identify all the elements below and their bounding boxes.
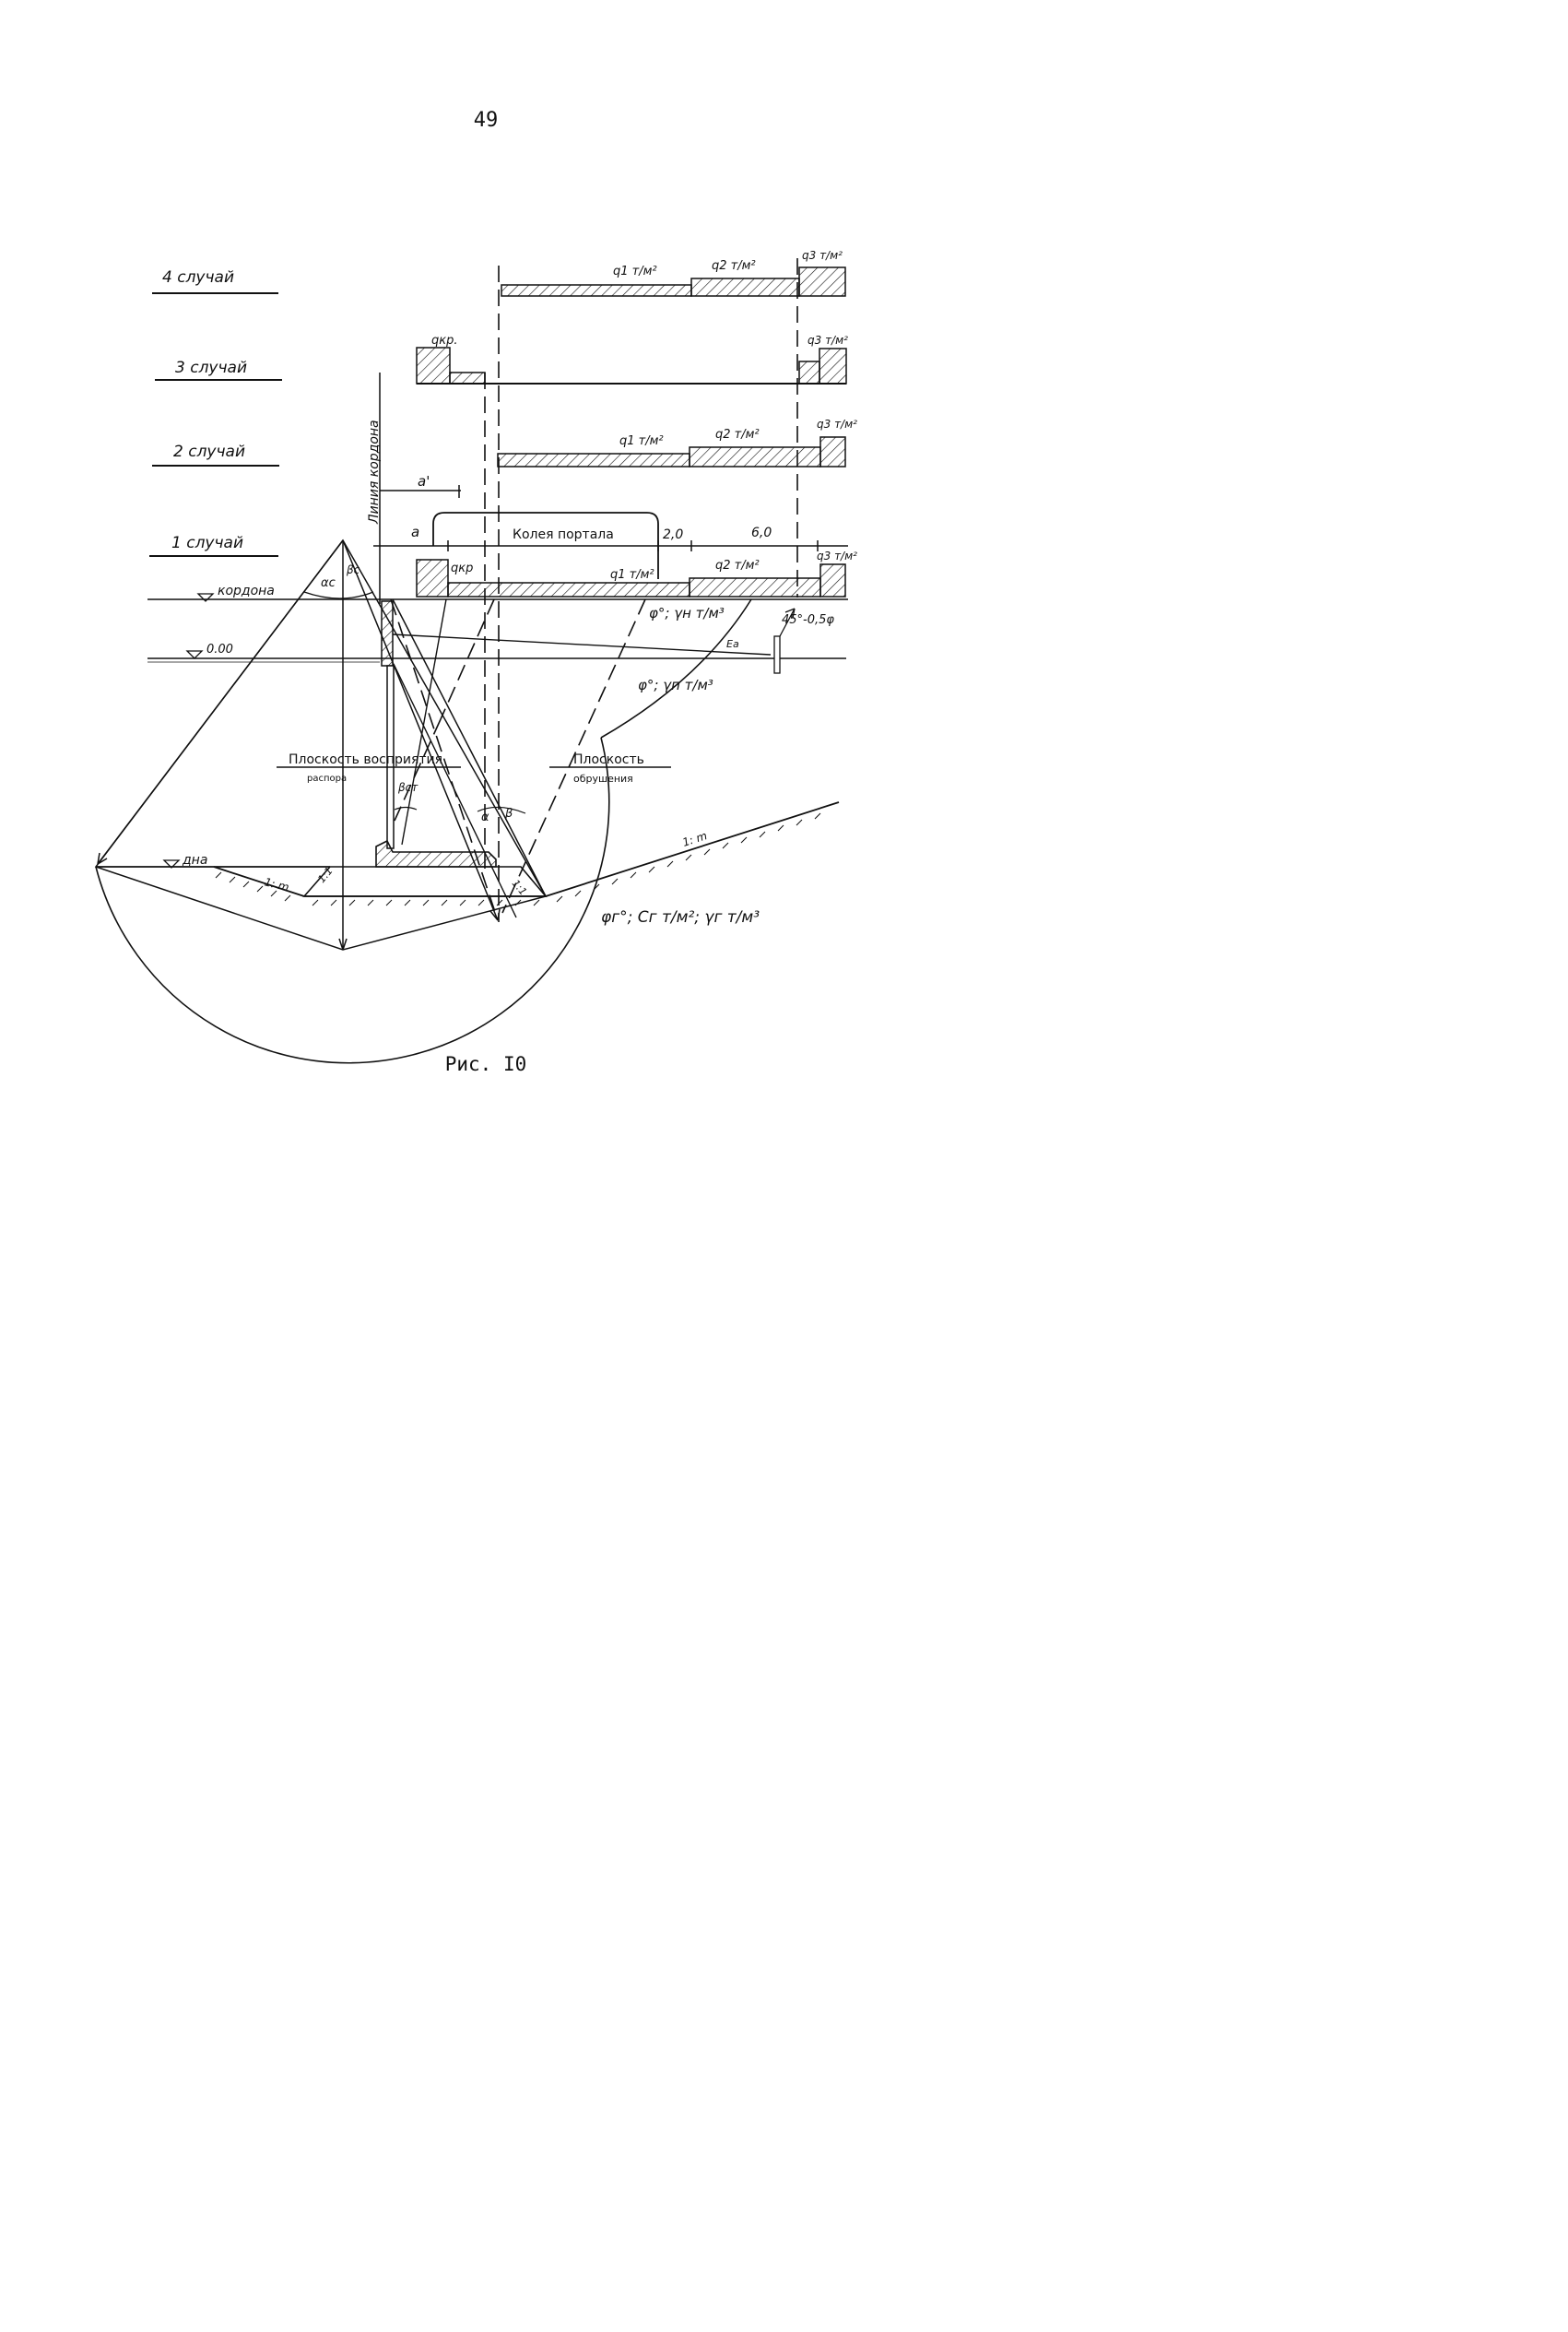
case4-q1-label: q1 т/м²	[613, 265, 657, 278]
case1-label: 1 случай	[171, 534, 243, 552]
case2-label: 2 случай	[173, 443, 245, 461]
angle-beta: β	[504, 807, 513, 821]
case2-row: 2 случай q1 т/м² q2 т/м² q3 т/м²	[152, 418, 857, 468]
ea-label: Eа	[726, 638, 739, 650]
dim-a: a	[411, 524, 419, 540]
case3-qkr-label: qкр.	[431, 334, 458, 348]
page-number: 49	[473, 109, 499, 132]
plane-labels: Плоскость восприятия распора Плоскость о…	[277, 752, 671, 785]
level-triangle-icon	[196, 593, 215, 602]
case3-load-diagram	[416, 347, 847, 385]
case2-q2-label: q2 т/м²	[715, 428, 760, 442]
case3-row: 3 случай qкр. q3 т/м²	[155, 334, 848, 385]
angle-alpha-c: αс	[321, 576, 336, 590]
case4-label: 4 случай	[162, 268, 234, 287]
angle-alpha: α	[481, 811, 489, 824]
angle-beta-c: βс	[346, 563, 360, 576]
zero-level-label: 0.00	[206, 643, 233, 657]
case4-row: 4 случай q1 т/м² q2 т/м² q3 т/м²	[152, 249, 846, 297]
level-triangle-icon	[185, 650, 204, 659]
collapse-plane-line2: обрушения	[573, 773, 633, 785]
case3-label: 3 случай	[175, 359, 247, 377]
portal-track-bracket	[432, 512, 659, 579]
case3-q3-label: q3 т/м²	[808, 334, 848, 347]
soil-base: φг°; Cг т/м²; γг т/м³	[601, 908, 760, 927]
soil-below-water: φ°; γп т/м³	[638, 677, 713, 693]
figure-caption: Рис. I0	[444, 1053, 527, 1075]
case1-load-diagram	[416, 559, 846, 598]
thrust-plane-line2: распора	[307, 774, 347, 784]
case4-q2-label: q2 т/м²	[712, 259, 756, 273]
case1-row: 1 случай qкр q1 т/м² q2 т/м² q3 т/м²	[149, 534, 857, 598]
dimension-lines: a' a Колея портала 2,0 6,0	[373, 473, 848, 579]
slope-1m-left: 1: m	[263, 875, 290, 894]
water-and-levels: кордона 0.00 дна	[147, 584, 848, 869]
dim-a-prime: a'	[418, 473, 430, 490]
cordon-line-label: Линия кордона	[367, 420, 382, 525]
angle-45-label: 45°-0,5φ	[782, 613, 834, 627]
case1-qkr-label: qкр	[451, 562, 473, 575]
angle-beta-st: βст	[397, 781, 419, 794]
case4-q3-label: q3 т/м²	[802, 249, 843, 262]
plane-lines: βст α β	[392, 598, 772, 918]
retaining-wall-drawing: 4 случай q1 т/м² q2 т/м² q3 т/м² 3 случа…	[94, 249, 857, 1064]
cordon-line: Линия кордона	[367, 373, 382, 604]
ea-arrow: Eа 45°-0,5φ	[726, 608, 834, 674]
slope-1-1-right: 1:1	[510, 878, 529, 898]
case2-q1-label: q1 т/м²	[619, 434, 664, 448]
collapse-plane-line1: Плоскость	[573, 752, 644, 767]
soil-labels: φ°; γн т/м³ φ°; γп т/м³ φг°; Cг т/м²; γг…	[601, 605, 760, 927]
bottom-level-label: дна	[182, 853, 207, 868]
case1-q3-label: q3 т/м²	[817, 550, 857, 562]
portal-track-label: Колея портала	[513, 527, 614, 542]
slip-circle: αс βс	[94, 539, 752, 1064]
rubble-bed: 1:1 1:1	[302, 865, 548, 898]
case2-q3-label: q3 т/м²	[817, 418, 857, 431]
dim-2-0: 2,0	[663, 527, 683, 542]
case1-q2-label: q2 т/м²	[715, 559, 760, 573]
soil-hatching	[215, 812, 821, 906]
level-triangle-icon	[162, 859, 181, 869]
case2-load-diagram	[497, 436, 846, 468]
thrust-plane-line1: Плоскость восприятия	[289, 752, 442, 767]
ground-surface: 1: m 1: m	[96, 801, 840, 906]
case4-load-diagram	[501, 266, 846, 297]
cordon-level-label: кордона	[218, 584, 275, 598]
soil-above-water: φ°; γн т/м³	[649, 605, 725, 621]
case1-q1-label: q1 т/м²	[610, 568, 654, 582]
retaining-wall	[375, 600, 497, 868]
dim-6-0: 6,0	[751, 526, 772, 540]
slope-1-1-left: 1:1	[315, 865, 335, 885]
